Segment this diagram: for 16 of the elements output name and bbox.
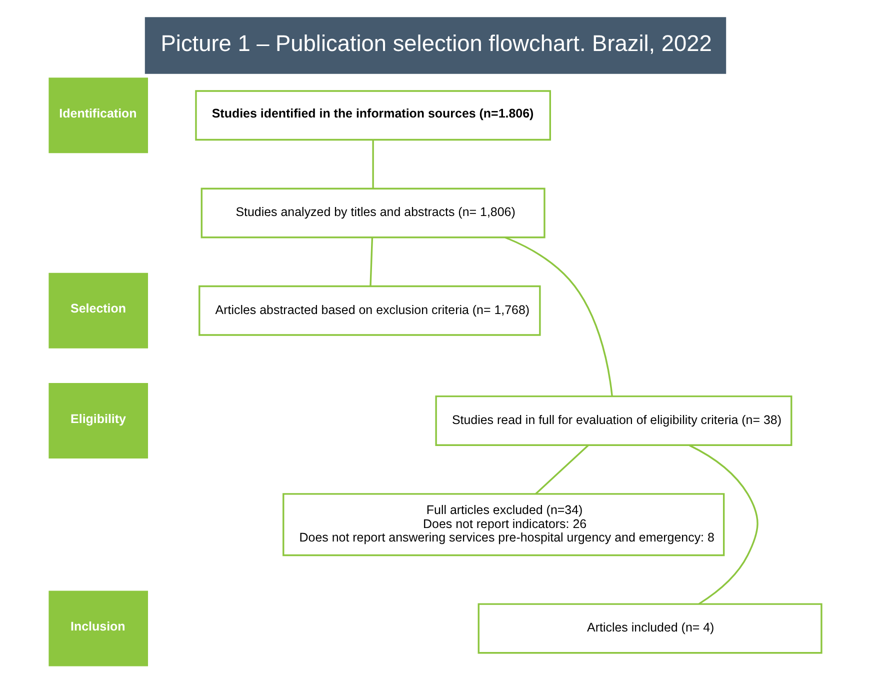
diagram-title: Picture 1 – Publication selection flowchart. Brazil, 2022 <box>160 30 712 56</box>
node-box: Studies read in full for evaluation of eligibility criteria (n= 38) <box>435 395 792 446</box>
connector <box>370 238 374 286</box>
node-box: Selection <box>48 272 148 348</box>
connector <box>535 444 589 494</box>
node-box: Studies identified in the information sources (n=1.806) <box>195 90 551 141</box>
connector <box>372 140 374 189</box>
node-box: Identification <box>48 78 148 154</box>
node-box: Studies analyzed by titles and abstracts (n= 1,806) <box>200 188 546 238</box>
node-box: Inclusion <box>48 590 148 666</box>
node-box: Articles abstracted based on exclusion criteria (n= 1,768) <box>198 285 541 336</box>
node-box: Articles included (n= 4) <box>478 603 822 654</box>
node-box: Eligibility <box>48 382 148 458</box>
node-box: Full articles excluded (n=34) Does not report indicators: 26 Does not report answering services pre-hospital urgency and emergency: 8 <box>282 493 725 556</box>
connector <box>504 236 613 396</box>
connector <box>688 444 758 605</box>
